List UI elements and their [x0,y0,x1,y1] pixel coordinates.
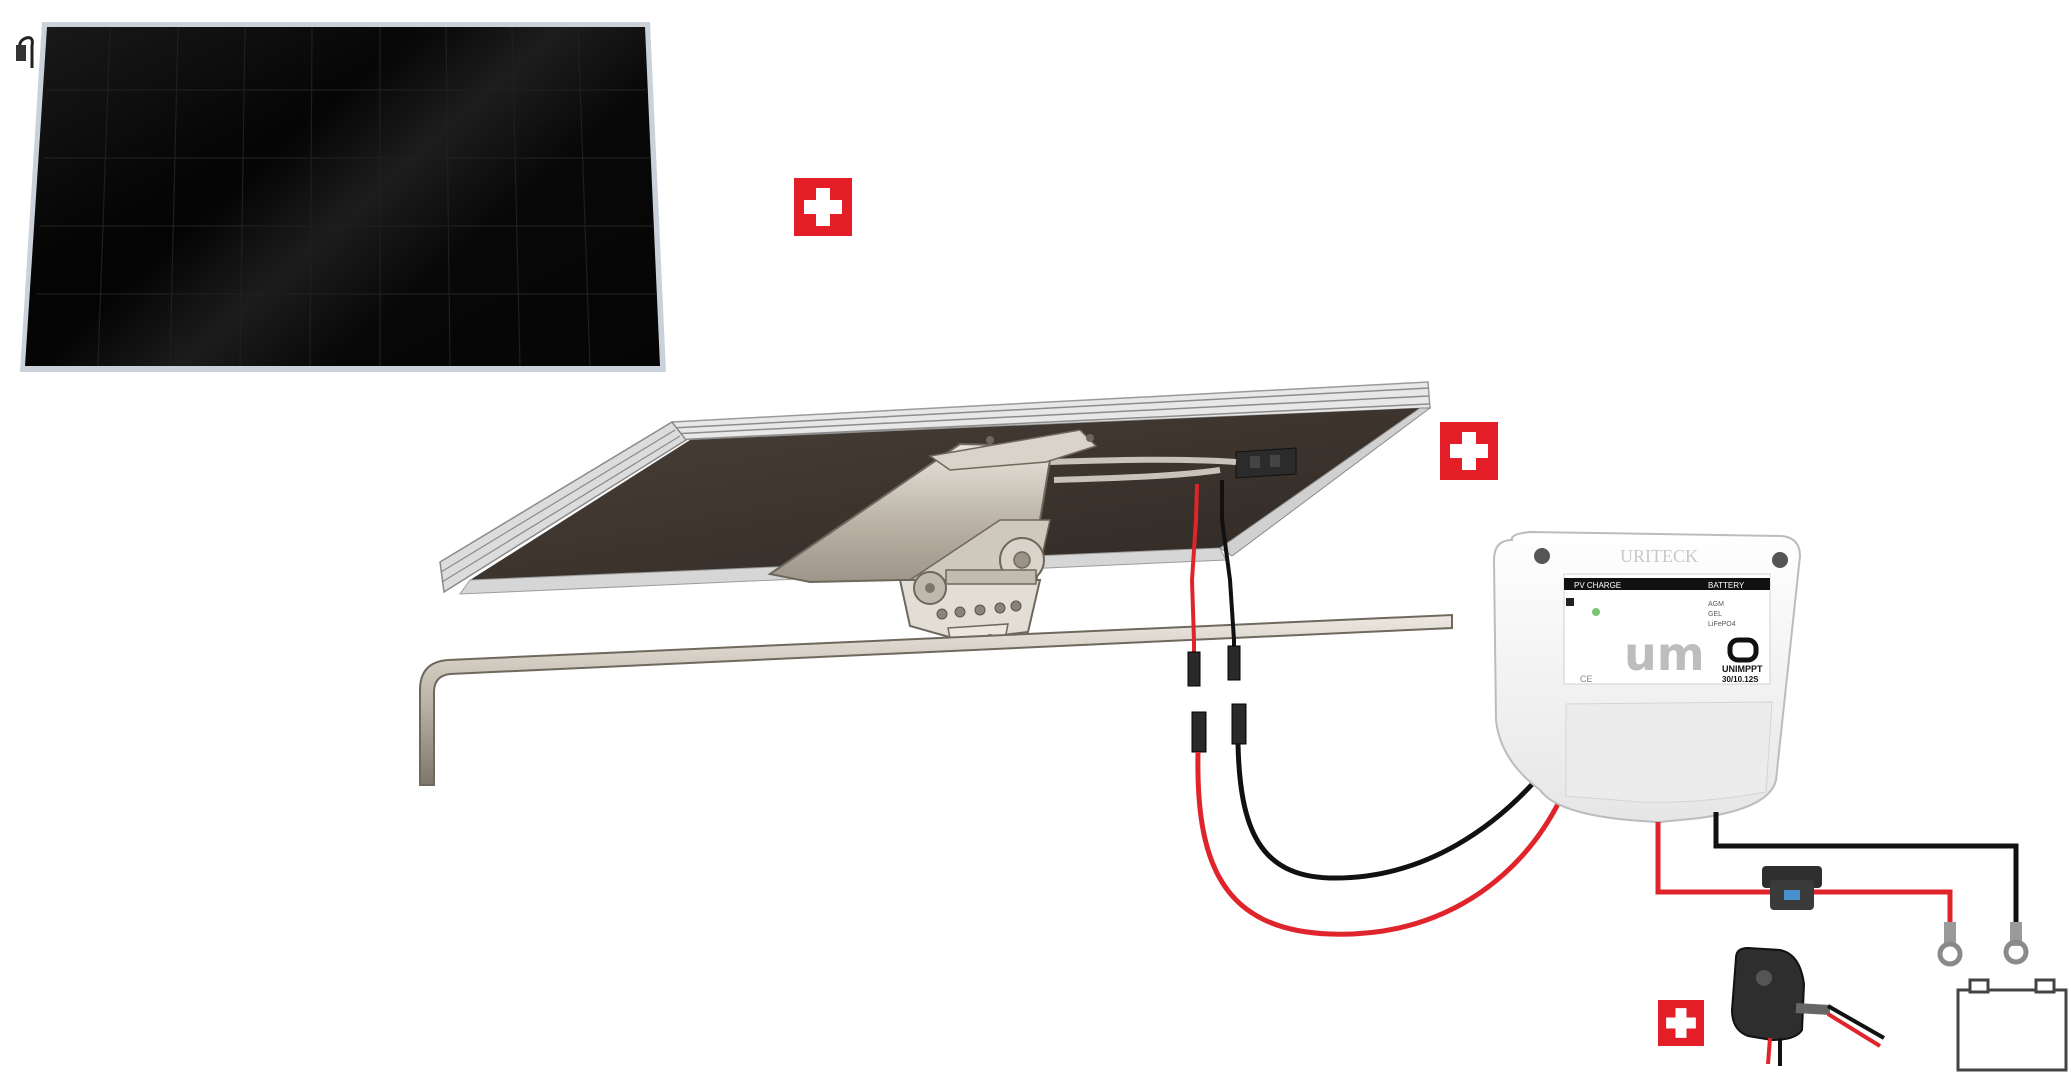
solar-panel-front [16,22,666,372]
battery-mode-agm: AGM [1708,601,1724,608]
plus-icon [1658,1000,1704,1046]
battery-mode-gel: GEL [1708,611,1722,618]
plus-icon [1440,422,1498,480]
junction-box-icon [1235,447,1297,479]
model-name: UNIMPPT [1722,664,1763,674]
screw-hole-icon [1534,548,1550,564]
plus-icon [794,178,852,236]
screw-hole-icon [1772,552,1788,568]
product-logo: um [1624,627,1705,681]
charge-led-icon [1592,608,1600,616]
model-number: 30/10.12S [1722,675,1759,684]
pv-led-icon [1566,598,1574,606]
battery-sensor-accessory [1730,946,1885,1066]
battery-mode-lifepo4: LiFePO4 [1708,621,1736,628]
battery-icon [1956,978,2068,1072]
extension-cables [1195,743,1563,937]
ce-mark: CE [1580,674,1593,684]
mppt-controller: PV CHARGE BATTERY AGM GEL LiFePO4 URITEC… [1492,530,1802,824]
ring-terminal-icon [1937,922,2029,967]
power-icon [1727,637,1759,663]
mc4-lead-icon [16,36,34,68]
solar-panel-mounted [439,381,1432,649]
panel-cell-grid [36,26,657,367]
battery-wiring [1655,812,2029,967]
brand-logo: URITECK [1620,546,1698,566]
mc4-connector-icon [1187,645,1247,753]
fuse-holder-icon [1762,866,1822,910]
pv-leads [1187,480,1247,753]
label-header-left: PV CHARGE [1574,581,1621,590]
mounting-pipe [419,613,1453,786]
label-header-right: BATTERY [1708,581,1745,590]
